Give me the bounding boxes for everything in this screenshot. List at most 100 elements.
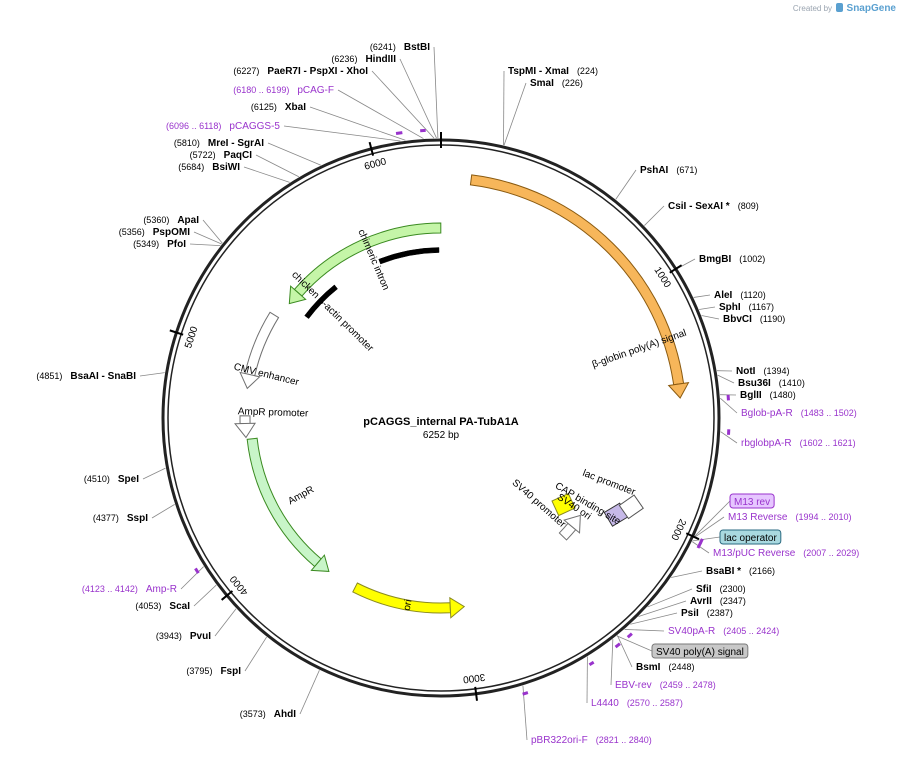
site-bbvci[interactable]: BbvCI(1190): [723, 314, 785, 325]
site-bsaai-snabi[interactable]: (4851)BsaAI - SnaBI: [36, 371, 136, 382]
site-label: NotI(1394): [736, 366, 789, 377]
primer-name: EBV-rev: [615, 680, 652, 691]
site-pspomi[interactable]: (5356)PspOMI: [119, 227, 190, 238]
site-label: (4053)ScaI: [135, 601, 190, 612]
site-paer7i-pspxi-xhoi[interactable]: (6227)PaeR7I - PspXI - XhoI: [233, 66, 368, 77]
site-coord: (226): [562, 78, 583, 88]
feature-label: AmpR promoter: [238, 406, 310, 419]
leader-line: [309, 106, 406, 141]
primer-bglob-pa-r[interactable]: Bglob-pA-R(1483 .. 1502): [726, 394, 857, 419]
primer-m13-puc-reverse[interactable]: M13/pUC Reverse(2007 .. 2029): [696, 541, 859, 559]
site-bsu36i[interactable]: Bsu36I(1410): [738, 378, 805, 389]
leader-line: [337, 89, 424, 139]
site-smai[interactable]: SmaI(226): [530, 78, 583, 89]
site-bsiwi[interactable]: (5684)BsiWI: [178, 162, 240, 173]
site-alei[interactable]: AleI(1120): [714, 290, 766, 301]
feature-ori[interactable]: ori: [352, 582, 466, 619]
primer-pcag-f[interactable]: (6180 .. 6199)pCAG-F: [233, 85, 426, 133]
primer-l4440[interactable]: L4440(2570 .. 2587): [588, 660, 683, 709]
feature-chicken-actin-promoter[interactable]: chicken β-actin promoter: [289, 269, 376, 354]
site-coord: (6227): [233, 66, 259, 76]
tick-mark: [685, 532, 700, 541]
site-pvui[interactable]: (3943)PvuI: [156, 631, 211, 642]
site-name: PfoI: [167, 239, 186, 250]
site-bsabi[interactable]: BsaBI *(2166): [706, 566, 775, 577]
primer-label: rbglobpA-R(1602 .. 1621): [741, 438, 856, 449]
site-fspi[interactable]: (3795)FspI: [186, 666, 241, 677]
feature-ampr[interactable]: AmpR: [246, 437, 330, 572]
primer-name: M13/pUC Reverse: [713, 548, 796, 559]
primer-label: M13 Reverse(1994 .. 2010): [728, 512, 852, 523]
feature-ampr-promoter[interactable]: AmpR promoter: [234, 406, 310, 439]
site-label: BbvCI(1190): [723, 314, 785, 325]
boxed-label-lac-operator[interactable]: lac operator: [719, 529, 782, 545]
site-name: SspI: [127, 513, 148, 524]
site-csii-sexai[interactable]: CsiI - SexAI *(809): [668, 201, 759, 212]
leader-lines: [139, 46, 738, 741]
site-bstbi[interactable]: (6241)BstBI: [370, 42, 430, 53]
site-name: HindIII: [365, 54, 396, 65]
tick-label: 6000: [363, 156, 388, 172]
boxed-label-sv40-poly-a-signal[interactable]: SV40 poly(A) signal: [651, 643, 749, 659]
site-hindiii[interactable]: (6236)HindIII: [331, 54, 396, 65]
site-bsmi[interactable]: BsmI(2448): [636, 662, 694, 673]
site-coord: (4851): [36, 371, 62, 381]
primer-label: SV40pA-R(2405 .. 2424): [668, 626, 779, 637]
site-coord: (224): [577, 66, 598, 76]
site-avrii[interactable]: AvrII(2347): [690, 596, 746, 607]
site-tspmi-xmai[interactable]: TspMI - XmaI(224): [508, 66, 598, 77]
site-sfii[interactable]: SfiI (2300): [696, 584, 746, 595]
tick-label: 3000: [462, 671, 486, 685]
leader-line: [693, 294, 711, 298]
site-bglii[interactable]: BglII(1480): [740, 390, 796, 401]
site-spei[interactable]: (4510)SpeI: [84, 474, 139, 485]
primer-coord: (4123 .. 4142): [82, 584, 138, 594]
site-ahdi[interactable]: (3573)AhdI: [240, 709, 296, 720]
primer-ebv-rev[interactable]: EBV-rev(2459 .. 2478): [614, 642, 716, 691]
primer-sv40pa-r[interactable]: SV40pA-R(2405 .. 2424): [626, 626, 780, 639]
site-name: PvuI: [190, 631, 211, 642]
feature-globin-poly-a-signal[interactable]: β-globin poly(A) signal: [469, 174, 690, 399]
site-label: BglII(1480): [740, 390, 796, 401]
site-label: (3573)AhdI: [240, 709, 296, 720]
primer-label: (6096 .. 6118)pCAGGS-5: [166, 121, 280, 132]
site-pfoi[interactable]: (5349)PfoI: [133, 239, 186, 250]
site-coord: (4377): [93, 513, 119, 523]
leader-line: [693, 516, 725, 538]
site-name: SfiI: [696, 584, 712, 595]
primer-coord: (1994 .. 2010): [795, 512, 851, 522]
site-label: (5810)MreI - SgrAI: [174, 138, 264, 149]
site-scai[interactable]: (4053)ScaI: [135, 601, 190, 612]
site-apai[interactable]: (5360)ApaI: [143, 215, 199, 226]
feature-arrowhead: [667, 382, 690, 399]
primer-pcaggs-5[interactable]: (6096 .. 6118)pCAGGS-5: [166, 121, 403, 136]
site-sspi[interactable]: (4377) SspI: [93, 513, 148, 524]
credit-brand[interactable]: SnapGene: [846, 3, 896, 14]
primer-mark: [626, 632, 633, 639]
site-xbai[interactable]: (6125)XbaI: [251, 102, 306, 113]
site-mrei-sgrai[interactable]: (5810)MreI - SgrAI: [174, 138, 264, 149]
boxed-label-m13-rev[interactable]: M13 rev: [729, 493, 775, 509]
site-psii[interactable]: PsiI(2387): [681, 608, 733, 619]
site-bmgbi[interactable]: BmgBI(1002): [699, 254, 765, 265]
tick-label: 2000: [668, 517, 688, 542]
feature-cmv-enhancer[interactable]: CMV enhancer: [233, 311, 301, 390]
feature-label: ori: [402, 599, 415, 612]
feature-box: [551, 492, 576, 517]
site-pshai[interactable]: PshAI(671): [640, 165, 697, 176]
primer-pbr322ori-f[interactable]: pBR322ori-F(2821 .. 2840): [522, 691, 652, 746]
primer-label: (4123 .. 4142)Amp-R: [82, 584, 177, 595]
site-paqci[interactable]: (5722)PaqCI: [190, 150, 253, 161]
site-coord: (4510): [84, 474, 110, 484]
site-sphi[interactable]: SphI(1167): [719, 302, 774, 313]
primer-label: (6180 .. 6199)pCAG-F: [233, 85, 334, 96]
feature-cag-upstream[interactable]: [378, 247, 440, 265]
leader-line: [371, 70, 435, 139]
primer-amp-r[interactable]: (4123 .. 4142)Amp-R: [82, 567, 200, 595]
site-noti[interactable]: NotI(1394): [736, 366, 789, 377]
site-label: (4510)SpeI: [84, 474, 139, 485]
site-coord: (2300): [720, 584, 746, 594]
site-name: NotI: [736, 366, 756, 377]
primer-rbglobpa-r[interactable]: rbglobpA-R(1602 .. 1621): [727, 429, 856, 449]
